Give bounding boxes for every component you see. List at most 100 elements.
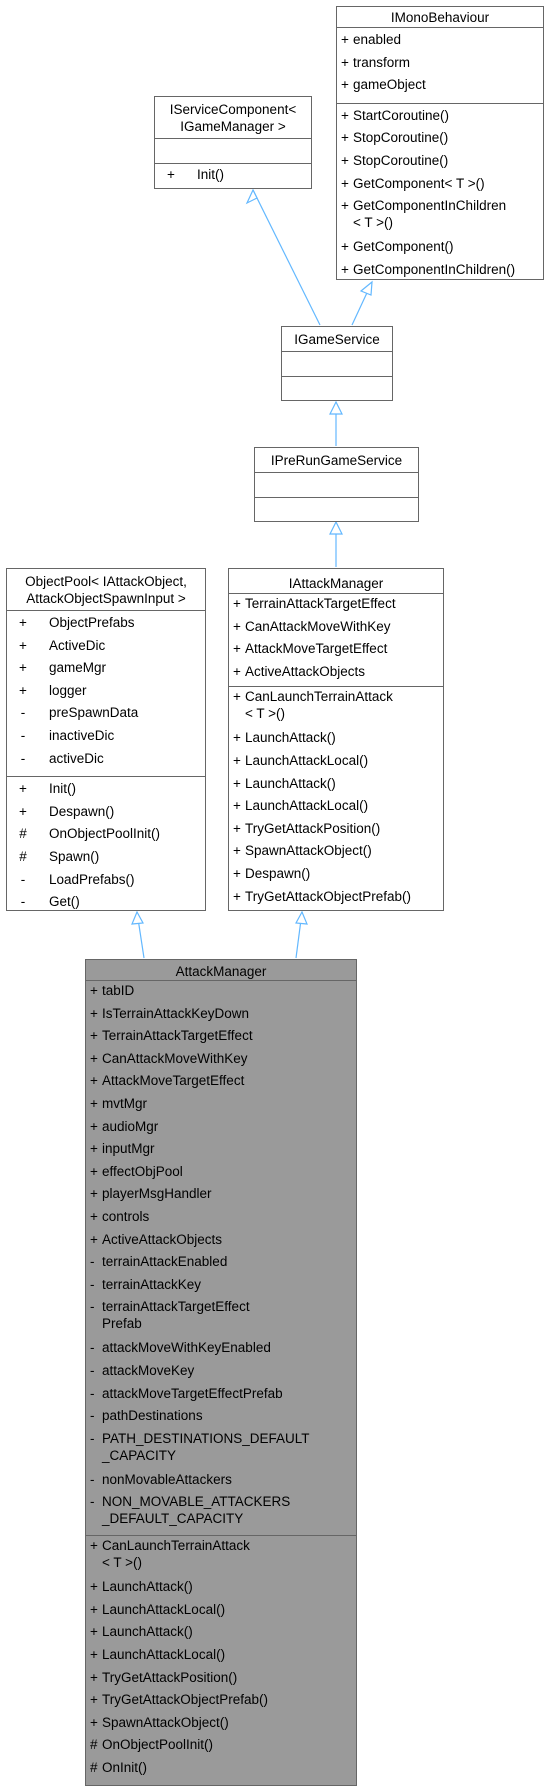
attribute-name: PATH_DESTINATIONS_DEFAULT _CAPACITY: [102, 1430, 310, 1463]
visibility-marker: +: [90, 1005, 98, 1021]
visibility-marker: +: [341, 175, 349, 191]
visibility-marker: +: [233, 730, 241, 746]
attribute-name: activeDic: [49, 750, 104, 766]
method-name: LaunchAttack(): [102, 1624, 193, 1640]
method-row: +GetComponentInChildren(): [337, 261, 543, 284]
class-iattackmanager[interactable]: IAttackManager +TerrainAttackTargetEffec…: [228, 568, 444, 911]
method-row: +CanLaunchTerrainAttack < T >(): [86, 1537, 356, 1578]
attribute-row: +tabID: [86, 982, 356, 1005]
methods-section: +StartCoroutine()+StopCoroutine()+StopCo…: [337, 102, 543, 288]
method-row: #Spawn(): [7, 848, 205, 871]
visibility-marker: +: [19, 615, 27, 630]
class-iservicecomponent[interactable]: IServiceComponent< IGameManager > +Init(…: [154, 96, 312, 189]
visibility-marker: +: [90, 1692, 98, 1708]
method-row: +StopCoroutine(): [337, 129, 543, 152]
attributes-section: +enabled+transform+gameObject: [337, 27, 543, 103]
attribute-row: +ActiveAttackObjects: [86, 1231, 356, 1254]
attribute-row: +gameObject: [337, 76, 543, 99]
attribute-name: terrainAttackKey: [102, 1276, 202, 1292]
visibility-marker: +: [341, 130, 349, 146]
attribute-row: +audioMgr: [86, 1118, 356, 1141]
visibility-marker: +: [233, 618, 241, 634]
method-row: +LaunchAttack(): [229, 775, 443, 798]
visibility-marker: +: [90, 1118, 98, 1134]
attribute-name: CanAttackMoveWithKey: [102, 1050, 248, 1066]
visibility-marker: +: [90, 1538, 98, 1554]
attribute-row: +TerrainAttackTargetEffect: [86, 1027, 356, 1050]
method-name: LaunchAttack(): [102, 1579, 193, 1595]
method-row: #OnObjectPoolInit(): [86, 1736, 356, 1759]
attribute-name: ActiveDic: [49, 637, 106, 653]
attribute-row: -attackMoveTargetEffectPrefab: [86, 1385, 356, 1408]
visibility-marker: +: [233, 641, 241, 657]
attribute-name: attackMoveWithKeyEnabled: [102, 1340, 271, 1356]
attribute-name: inputMgr: [102, 1141, 155, 1157]
arrowhead-iattack: [295, 910, 308, 925]
visibility-marker: +: [90, 1669, 98, 1685]
method-row: +LaunchAttack(): [86, 1578, 356, 1601]
class-title: ObjectPool< IAttackObject, AttackObjectS…: [25, 574, 187, 606]
visibility-marker: +: [167, 167, 175, 182]
attribute-row: + ObjectPrefabs: [7, 614, 205, 637]
visibility-marker: +: [233, 775, 241, 791]
class-imonobehaviour[interactable]: IMonoBehaviour +enabled+transform+gameOb…: [336, 6, 544, 280]
attribute-name: CanAttackMoveWithKey: [245, 618, 391, 634]
visibility-marker: +: [341, 77, 349, 93]
attribute-row: +IsTerrainAttackKeyDown: [86, 1005, 356, 1028]
visibility-marker: +: [233, 689, 241, 705]
method-row: -LoadPrefabs(): [7, 871, 205, 894]
visibility-marker: -: [90, 1430, 95, 1446]
visibility-marker: +: [90, 983, 98, 998]
method-row: +LaunchAttackLocal(): [86, 1646, 356, 1669]
attribute-name: AttackMoveTargetEffect: [245, 641, 388, 657]
attribute-name: controls: [102, 1208, 150, 1224]
visibility-marker: -: [20, 871, 26, 887]
method-name: StopCoroutine(): [353, 130, 449, 146]
methods-section: + Init(): [155, 163, 311, 193]
visibility-marker: +: [90, 1163, 98, 1179]
attribute-name: playerMsgHandler: [102, 1186, 212, 1202]
method-row: +GetComponent< T >(): [337, 175, 543, 198]
attribute-name: attackMoveKey: [102, 1362, 195, 1378]
method-row: +LaunchAttack(): [229, 729, 443, 752]
method-name: LaunchAttackLocal(): [102, 1647, 226, 1663]
visibility-marker: +: [233, 596, 241, 611]
method-name: Get(): [49, 894, 80, 910]
attribute-name: ObjectPrefabs: [49, 615, 135, 630]
method-row: #OnInit(): [86, 1759, 356, 1782]
method-row: +StopCoroutine(): [337, 152, 543, 175]
visibility-marker: #: [90, 1737, 98, 1753]
method-name: TryGetAttackObjectPrefab(): [245, 888, 412, 904]
attribute-row: -NON_MOVABLE_ATTACKERS _DEFAULT_CAPACITY: [86, 1493, 356, 1534]
visibility-marker: -: [90, 1471, 95, 1487]
visibility-marker: +: [90, 1095, 98, 1111]
class-objectpool[interactable]: ObjectPool< IAttackObject, AttackObjectS…: [6, 568, 206, 911]
visibility-marker: +: [19, 637, 27, 653]
visibility-marker: +: [90, 1231, 98, 1247]
class-igameservice[interactable]: IGameService: [281, 326, 393, 401]
visibility-marker: -: [20, 894, 26, 910]
attributes-section: [155, 138, 311, 163]
attribute-row: +effectObjPool: [86, 1163, 356, 1186]
method-row: +Despawn(): [229, 865, 443, 888]
method-name: Init(): [197, 167, 224, 182]
attribute-row: +enabled: [337, 31, 543, 54]
method-row: +LaunchAttack(): [86, 1623, 356, 1646]
class-iprerungameservice[interactable]: IPreRunGameService: [254, 447, 419, 522]
visibility-marker: -: [20, 727, 26, 743]
visibility-marker: +: [341, 107, 349, 123]
visibility-marker: -: [20, 750, 26, 766]
class-title: IGameService: [294, 332, 380, 347]
attribute-row: -attackMoveWithKeyEnabled: [86, 1339, 356, 1362]
visibility-marker: -: [90, 1299, 95, 1315]
attribute-name: effectObjPool: [102, 1163, 183, 1179]
method-name: Init(): [49, 781, 76, 797]
attribute-name: pathDestinations: [102, 1408, 203, 1424]
visibility-marker: -: [90, 1494, 95, 1510]
method-name: GetComponent< T >(): [353, 175, 485, 191]
attribute-row: +playerMsgHandler: [86, 1185, 356, 1208]
visibility-marker: -: [90, 1408, 95, 1424]
method-name: TryGetAttackObjectPrefab(): [102, 1692, 269, 1708]
visibility-marker: +: [90, 1028, 98, 1044]
class-attackmanager[interactable]: AttackManager +tabID+IsTerrainAttackKeyD…: [85, 959, 357, 1786]
